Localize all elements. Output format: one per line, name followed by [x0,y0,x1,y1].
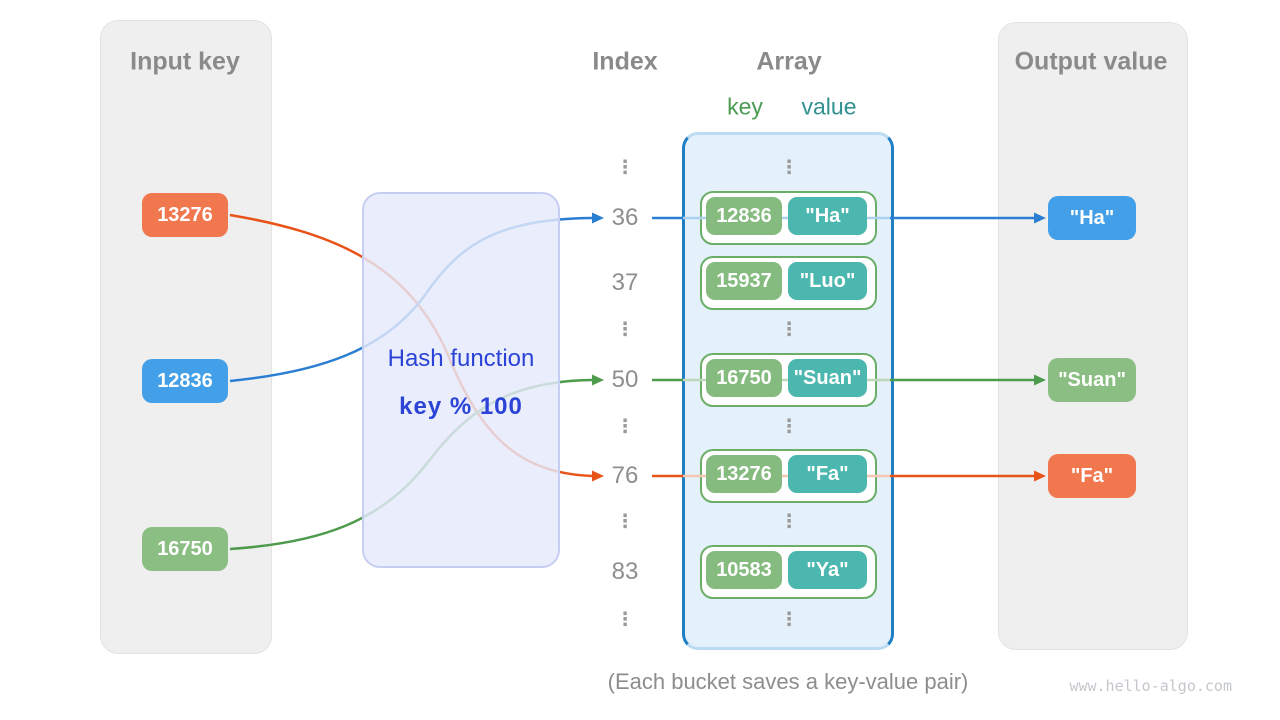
hash-function-box: Hash function key % 100 [362,192,560,568]
input-panel-title: Input key [130,47,240,76]
bucket-value: "Ha" [788,197,867,235]
watermark: www.hello-algo.com [1069,677,1232,695]
value-column-header: value [801,93,857,120]
bucket-value: "Fa" [788,455,867,493]
arrowhead-icon [1034,212,1046,224]
hash-function-title: Hash function [387,345,535,372]
arrowhead-icon [592,212,604,224]
input-key-box: 16750 [142,527,228,571]
index-label-37: 37 [611,269,639,296]
index-ellipsis: ⋮ [615,157,635,179]
array-ellipsis: ⋮ [779,319,799,341]
hash-function-formula: key % 100 [399,393,523,420]
output-panel-title: Output value [1014,47,1168,76]
output-value-box: "Ha" [1048,196,1136,240]
array-ellipsis: ⋮ [779,416,799,438]
array-ellipsis: ⋮ [779,157,799,179]
index-ellipsis: ⋮ [615,319,635,341]
bucket-key: 16750 [706,359,782,397]
index-label-36: 36 [611,204,639,231]
output-value-box: "Suan" [1048,358,1136,402]
key-column-header: key [727,93,763,120]
index-ellipsis: ⋮ [615,511,635,533]
bucket-value: "Luo" [788,262,867,300]
array-ellipsis: ⋮ [779,511,799,533]
input-key-box: 12836 [142,359,228,403]
index-label-50: 50 [611,366,639,393]
diagram-caption: (Each bucket saves a key-value pair) [607,669,969,694]
index-ellipsis: ⋮ [615,416,635,438]
array-ellipsis: ⋮ [779,609,799,631]
bucket-key: 12836 [706,197,782,235]
index-ellipsis: ⋮ [615,609,635,631]
arrowhead-icon [1034,470,1046,482]
bucket-value: "Suan" [788,359,867,397]
bucket-key: 15937 [706,262,782,300]
bucket-key: 13276 [706,455,782,493]
index-header: Index [592,47,658,76]
arrowhead-icon [1034,374,1046,386]
index-label-83: 83 [611,558,639,585]
array-header: Array [756,47,822,76]
arrowhead-icon [592,374,604,386]
output-value-panel [998,22,1188,650]
bucket-value: "Ya" [788,551,867,589]
input-key-box: 13276 [142,193,228,237]
bucket-key: 10583 [706,551,782,589]
output-value-box: "Fa" [1048,454,1136,498]
index-label-76: 76 [611,462,639,489]
arrowhead-icon [592,470,604,482]
